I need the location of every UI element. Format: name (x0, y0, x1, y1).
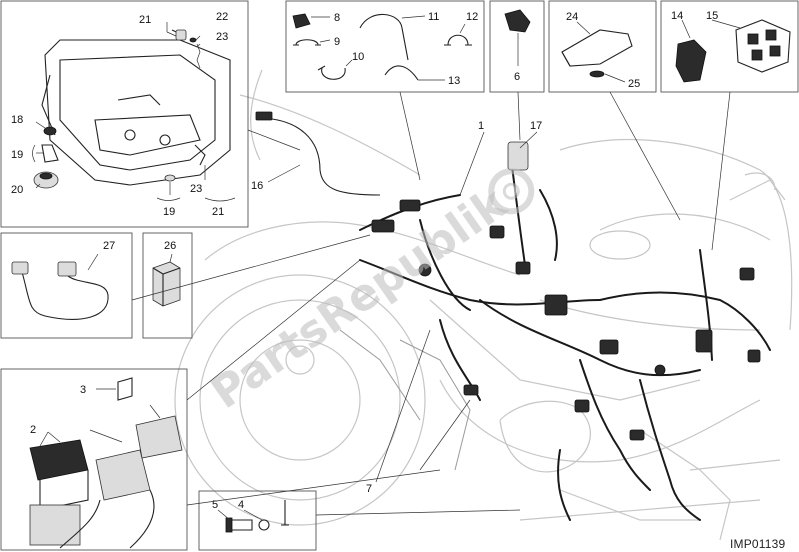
part-6 (504, 9, 531, 33)
box-part-6: 6 (489, 0, 545, 93)
callout-15: 15 (706, 10, 718, 22)
box-clips: 8 9 10 11 12 13 (285, 0, 485, 93)
callout-10: 10 (352, 51, 364, 63)
pad-24 (561, 29, 633, 67)
callout-21: 21 (212, 206, 224, 218)
watermark-logo: PartsRepublik (202, 168, 535, 419)
box-tail-parts: 21 22 23 18 19 20 23 19 21 (0, 0, 249, 228)
motorcycle-outline (174, 69, 793, 541)
callout-22: 22 (216, 11, 228, 23)
callout-25: 25 (628, 78, 640, 90)
part-26 (152, 261, 181, 307)
grommet (654, 364, 666, 376)
relay-2c (135, 415, 183, 459)
callout-27: 27 (103, 240, 115, 252)
callout-24: 24 (566, 11, 578, 23)
box-bolts: 5 4 (198, 490, 317, 551)
box-parts-14-15: 14 15 (660, 0, 799, 93)
box-part-26: 26 (142, 232, 193, 339)
callout-13: 13 (448, 75, 460, 87)
callout-5: 5 (212, 499, 218, 511)
clip-10 (317, 65, 346, 80)
connector-block (544, 294, 568, 316)
callout-19: 19 (163, 206, 175, 218)
clip-9 (293, 39, 321, 46)
wire-16-terminal (255, 111, 273, 121)
bolt-5 (229, 519, 253, 531)
callout-19: 19 (11, 149, 23, 161)
cable-27 (21, 271, 109, 320)
connector-block (739, 267, 755, 281)
callout-9: 9 (334, 36, 340, 48)
clip-22 (189, 37, 197, 43)
callout-17: 17 (530, 120, 542, 132)
connector-17 (507, 141, 529, 171)
callout-8: 8 (334, 12, 340, 24)
grommet (418, 263, 432, 277)
connector-block (629, 429, 645, 441)
callout-4: 4 (238, 499, 244, 511)
callout-11: 11 (428, 11, 439, 23)
connector-block (399, 199, 421, 212)
callout-23: 23 (190, 183, 202, 195)
callout-3: 3 (80, 384, 86, 396)
callout-18: 18 (11, 114, 23, 126)
diagram-code: IMP01139 (730, 537, 786, 551)
washer-25 (589, 70, 605, 78)
callout-12: 12 (466, 11, 478, 23)
box-part-27: 27 (0, 232, 133, 339)
callout-20: 20 (11, 184, 23, 196)
callout-1: 1 (478, 120, 484, 132)
connector-block (463, 384, 479, 396)
connector-block (489, 225, 505, 239)
connector-19 (41, 144, 59, 163)
connector-block (29, 504, 81, 546)
grommet-19 (164, 174, 176, 182)
wire-16 (261, 117, 381, 196)
main-wiring-harness (359, 141, 771, 521)
fuse-3 (117, 377, 133, 401)
holder-14 (675, 39, 707, 83)
box-parts-24-25: 24 25 (548, 0, 657, 93)
relay-2 (29, 439, 89, 481)
callout-21: 21 (139, 14, 151, 26)
clip-8 (292, 13, 311, 29)
callout-16: 16 (251, 180, 263, 192)
cover-15 (735, 19, 791, 73)
connector-block (599, 339, 619, 355)
box-relays: 3 2 (0, 368, 188, 551)
callout-2: 2 (30, 424, 36, 436)
connector-block (695, 329, 713, 353)
callout-23: 23 (216, 31, 228, 43)
callout-26: 26 (164, 240, 176, 252)
connector-block (747, 349, 761, 363)
washer-4 (258, 519, 270, 531)
strap-11 (359, 13, 409, 61)
connector-block (371, 219, 395, 233)
connector-block (574, 399, 590, 413)
main-callouts: 1 17 16 7 (131, 91, 731, 516)
connector-block (515, 261, 531, 275)
callout-7: 7 (366, 483, 372, 495)
callout-6: 6 (514, 71, 520, 83)
clip-12 (444, 34, 472, 46)
tie-13 (384, 65, 419, 81)
callout-14: 14 (671, 10, 683, 22)
